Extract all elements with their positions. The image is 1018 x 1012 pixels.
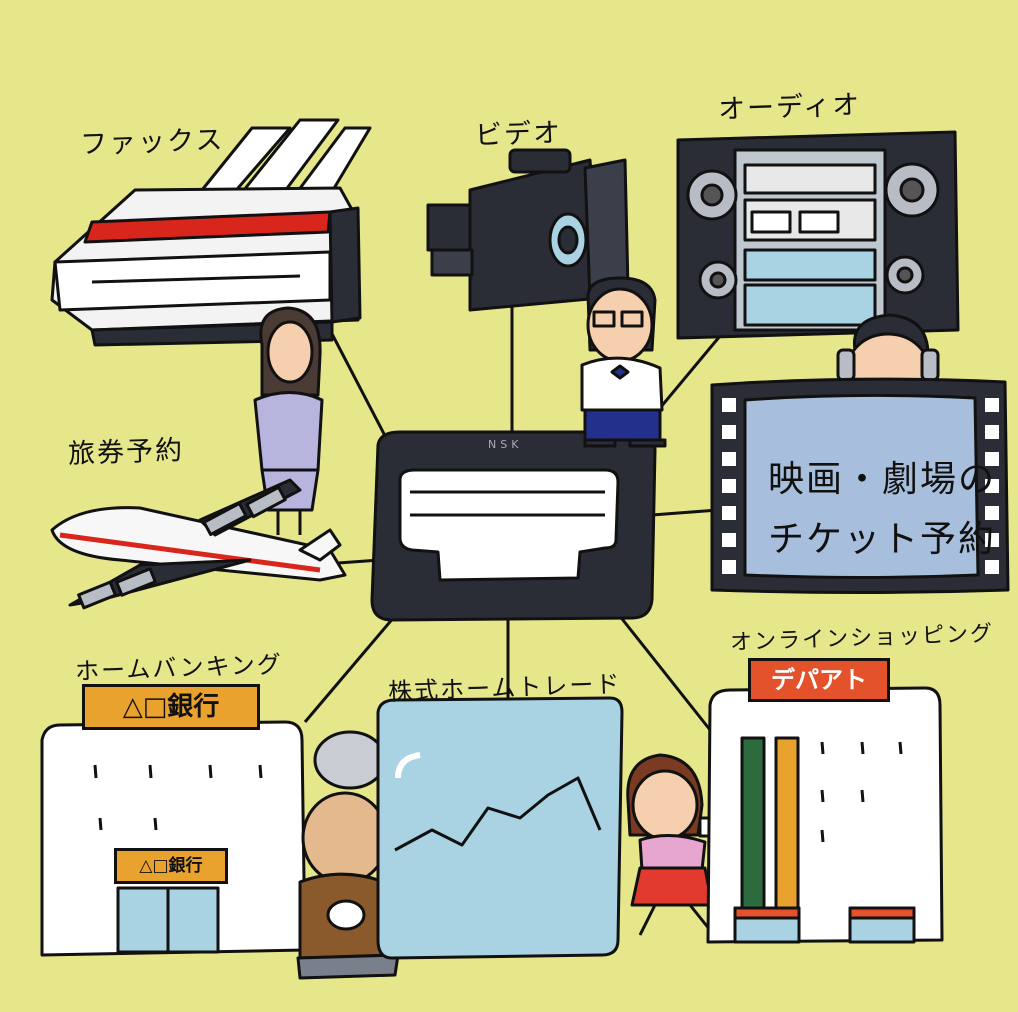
fax-label: ファックス [79,117,224,161]
travel-reservation-label: 旅券予約 [67,428,184,471]
home-banking-label: ホームバンキング [74,644,283,686]
department-store [708,688,942,942]
audio-system [678,132,958,338]
man-with-glasses [582,278,665,446]
central-terminal [372,432,655,620]
bank-sign-small: △□銀行 [114,848,228,884]
terminal-brand: NSK [488,438,522,451]
bank-sign-large: △□銀行 [82,684,260,730]
movie-ticket-label-line2: チケット予約 [768,510,996,562]
audio-label: オーディオ [717,83,861,127]
video-label: ビデオ [474,110,562,152]
stock-monitor [378,698,622,958]
movie-ticket-label-line1: 映画・劇場の [768,450,996,502]
department-store-sign: デパアト [748,658,890,702]
bank-building [42,722,305,955]
